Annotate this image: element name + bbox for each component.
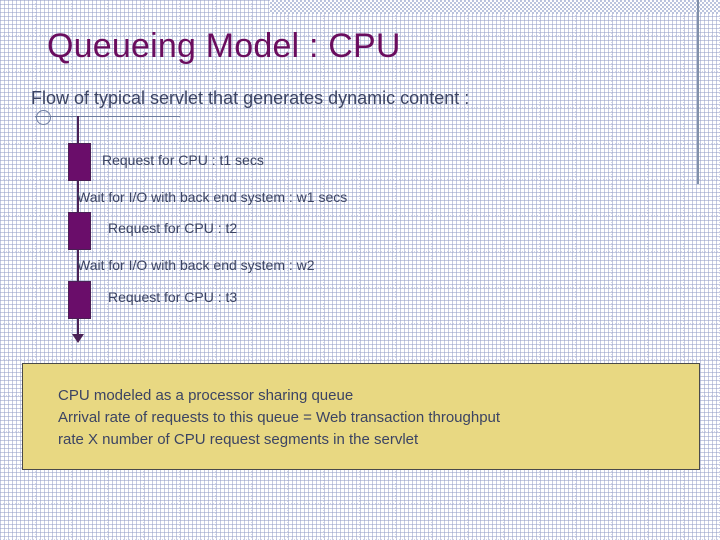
flow-step-label-4: Wait for I/O with back end system : w2 xyxy=(77,257,315,273)
right-vertical-accent-line xyxy=(697,0,699,184)
note-callout-box: CPU modeled as a processor sharing queue… xyxy=(22,363,700,470)
subtitle-underline-rule xyxy=(35,116,180,117)
note-callout-text: CPU modeled as a processor sharing queue… xyxy=(58,385,688,451)
cpu-block-1 xyxy=(68,143,91,181)
top-decorative-band xyxy=(270,0,720,14)
flow-step-label-2: Wait for I/O with back end system : w1 s… xyxy=(77,189,348,205)
circle-bullet-icon xyxy=(36,110,51,125)
note-line-3: rate X number of CPU request segments in… xyxy=(58,431,419,448)
flow-step-label-5: Request for CPU : t3 xyxy=(108,289,238,305)
page-title: Queueing Model : CPU xyxy=(47,27,401,65)
cpu-block-3 xyxy=(68,281,91,319)
flow-step-label-1: Request for CPU : t1 secs xyxy=(102,152,264,168)
flow-arrow-icon xyxy=(72,334,84,343)
flow-step-label-3: Request for CPU : t2 xyxy=(108,220,238,236)
note-line-1: CPU modeled as a processor sharing queue xyxy=(58,387,354,404)
note-line-2: Arrival rate of requests to this queue =… xyxy=(58,409,501,426)
cpu-block-2 xyxy=(68,212,91,250)
slide-subtitle: Flow of typical servlet that generates d… xyxy=(31,88,470,108)
